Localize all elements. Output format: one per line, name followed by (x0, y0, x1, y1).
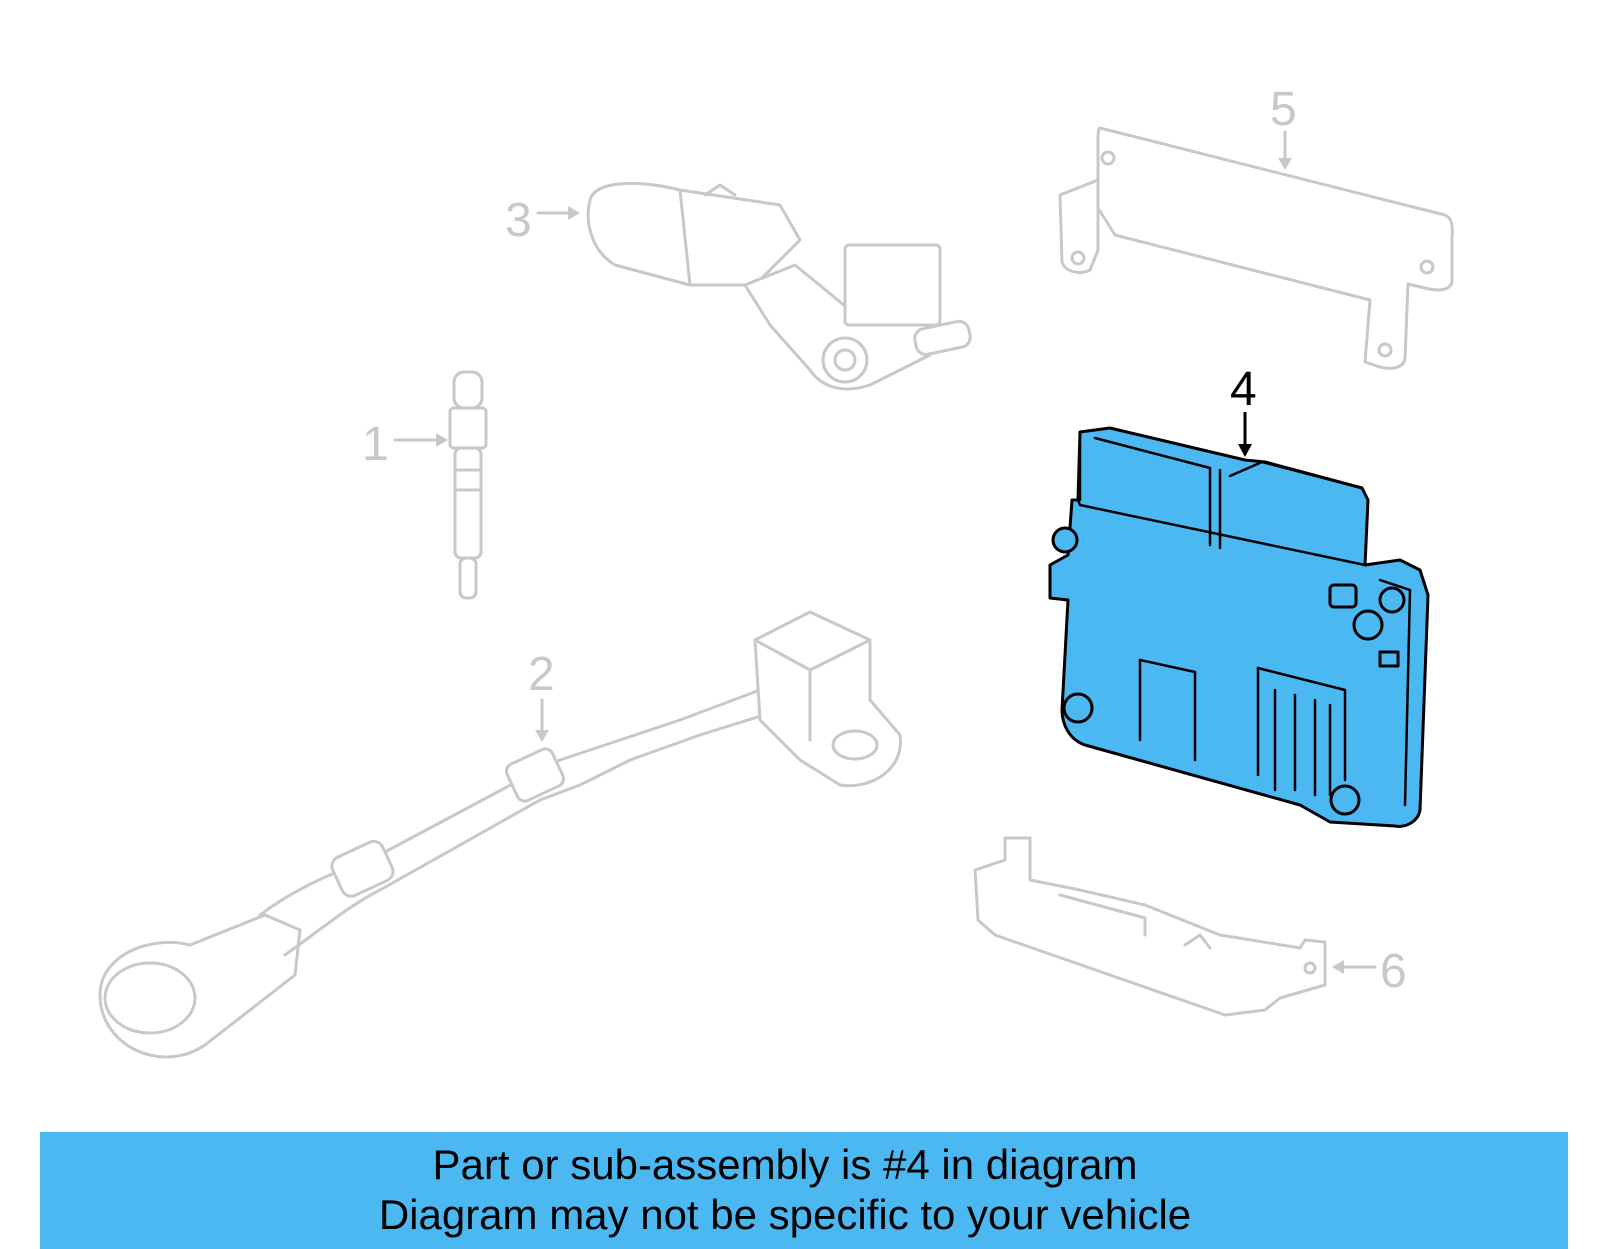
callout-6: 6 (1380, 945, 1407, 998)
arrow-6 (1332, 960, 1377, 974)
part-6-lower-bracket[interactable] (973, 836, 1327, 1017)
part-4-engine-control-module[interactable] (1048, 426, 1430, 828)
callout-3: 3 (505, 194, 532, 247)
part-1-glow-plug[interactable] (448, 370, 488, 600)
callout-4: 4 (1230, 363, 1257, 416)
arrow-4 (1238, 412, 1252, 457)
banner-line-1: Part or sub-assembly is #4 in diagram (432, 1141, 1138, 1188)
callout-5: 5 (1270, 83, 1297, 136)
callout-2: 2 (528, 648, 555, 701)
info-banner: Part or sub-assembly is #4 in diagram Di… (40, 1132, 1568, 1249)
arrow-3 (536, 206, 580, 220)
callout-1: 1 (362, 418, 389, 471)
part-2-sensor-harness[interactable] (98, 610, 902, 1059)
parts-diagram: 1 2 3 (98, 83, 1454, 1059)
banner-line-2: Diagram may not be specific to your vehi… (378, 1191, 1192, 1238)
part-3-pressure-sensor[interactable] (586, 182, 972, 391)
part-5-mounting-bracket[interactable] (1058, 126, 1454, 370)
arrow-1 (393, 433, 448, 447)
arrow-5 (1278, 130, 1292, 170)
arrow-2 (535, 698, 549, 742)
